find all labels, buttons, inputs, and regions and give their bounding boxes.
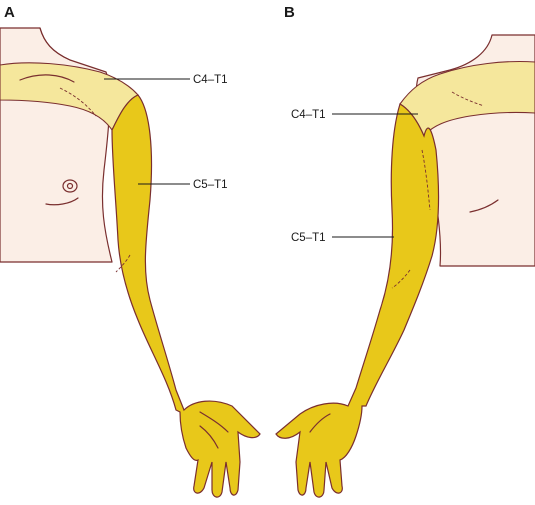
panel-b-label-c5-t1: C5–T1 — [291, 232, 326, 244]
panel-b-dashed-line — [451, 91, 485, 107]
panel-b-label-c4-t1: C4–T1 — [291, 109, 326, 121]
panel-a-letter: A — [4, 4, 15, 21]
panel-a-elbow-dash — [115, 254, 131, 273]
panel-a-dashed-line — [59, 87, 97, 117]
panel-a-nipple-center — [66, 182, 74, 190]
panel-a-dermatome-c5-t1 — [111, 94, 261, 498]
panel-a: A C4–T1 C5–T1 — [0, 4, 261, 498]
panel-a-nipple — [62, 179, 78, 193]
panel-b-hand-crease — [309, 413, 331, 433]
panel-a-label-c4-t1: C4–T1 — [193, 74, 228, 86]
panel-b: B C4–T1 C5–T1 — [275, 4, 535, 498]
panel-a-palm-crease — [199, 411, 229, 433]
panel-b-letter: B — [284, 4, 295, 21]
panel-b-dermatome-c5-t1 — [275, 103, 440, 498]
panel-b-elbow-dash — [391, 269, 411, 289]
panel-b-back-line — [469, 199, 499, 213]
panel-a-pec-line — [45, 197, 79, 206]
panel-a-label-c5-t1: C5–T1 — [193, 179, 228, 191]
panel-a-neck — [39, 27, 71, 61]
panel-a-clavicle — [19, 74, 75, 83]
panel-b-arm-dash — [421, 149, 431, 211]
panel-a-palm-crease-2 — [199, 425, 219, 449]
